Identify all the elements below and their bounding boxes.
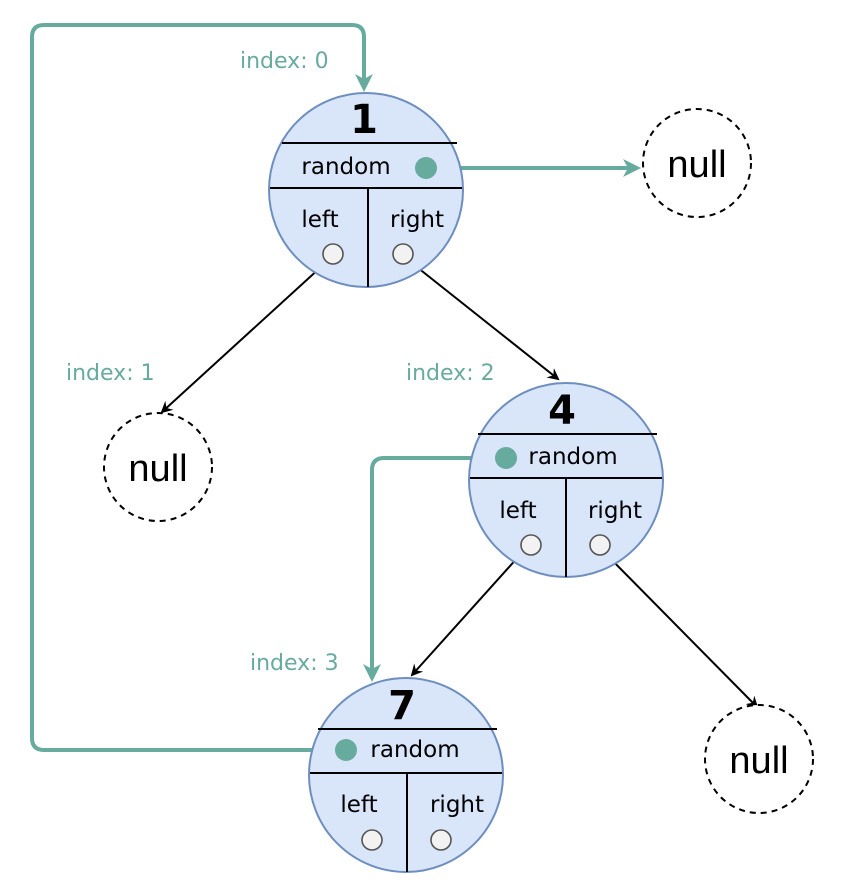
- left-field-label: left: [301, 207, 338, 233]
- right-edge-node1-to-node4: [402, 255, 560, 381]
- null-label: null: [667, 144, 726, 186]
- random-pointer-dot: [415, 157, 437, 179]
- random-edge-node4-to-node7: [363, 456, 506, 682]
- random-edge-node7-to-node1: [30, 23, 373, 752]
- null-circle: [704, 704, 814, 814]
- left-field-label: left: [499, 498, 536, 524]
- index-label-node4: index: 2: [406, 361, 495, 386]
- right-field-label: right: [390, 207, 444, 233]
- tree-node-1: 1 random left right: [268, 92, 464, 288]
- left-pointer-dot: [361, 829, 383, 851]
- null-label: null: [729, 740, 788, 782]
- right-field-label: right: [430, 792, 484, 818]
- right-pointer-dot: [589, 534, 611, 556]
- right-pointer-dot: [430, 829, 452, 851]
- left-pointer-dot: [322, 243, 344, 265]
- node-value: 4: [548, 388, 576, 434]
- null-node-right-of-4: null: [704, 704, 814, 814]
- random-pointer-dot: [335, 739, 357, 761]
- random-field-label: random: [370, 737, 459, 763]
- random-pointer-dot: [495, 447, 517, 469]
- right-pointer-dot: [392, 243, 414, 265]
- null-circle: [103, 412, 213, 522]
- left-pointer-dot: [520, 534, 542, 556]
- tree-node-4: 4 random left right: [468, 382, 664, 578]
- tree-node-7: 7 random left right: [308, 677, 504, 873]
- node-circle: [268, 92, 464, 288]
- node-value: 1: [350, 97, 378, 143]
- null-node-random-of-1: null: [642, 108, 752, 218]
- left-edge-node4-to-node7: [410, 545, 529, 677]
- right-field-label: right: [588, 498, 642, 524]
- left-field-label: left: [340, 792, 377, 818]
- left-edge-node1-to-null: [160, 255, 334, 414]
- index-label-node1: index: 0: [240, 49, 329, 74]
- null-circle: [642, 108, 752, 218]
- random-field-label: random: [301, 154, 390, 180]
- right-edge-node4-to-null: [597, 545, 759, 709]
- null-node-left-of-1: null: [103, 412, 213, 522]
- index-label-null: index: 1: [66, 361, 155, 386]
- random-field-label: random: [528, 444, 617, 470]
- index-label-node7: index: 3: [250, 651, 339, 676]
- null-label: null: [128, 448, 187, 490]
- node-value: 7: [388, 683, 416, 729]
